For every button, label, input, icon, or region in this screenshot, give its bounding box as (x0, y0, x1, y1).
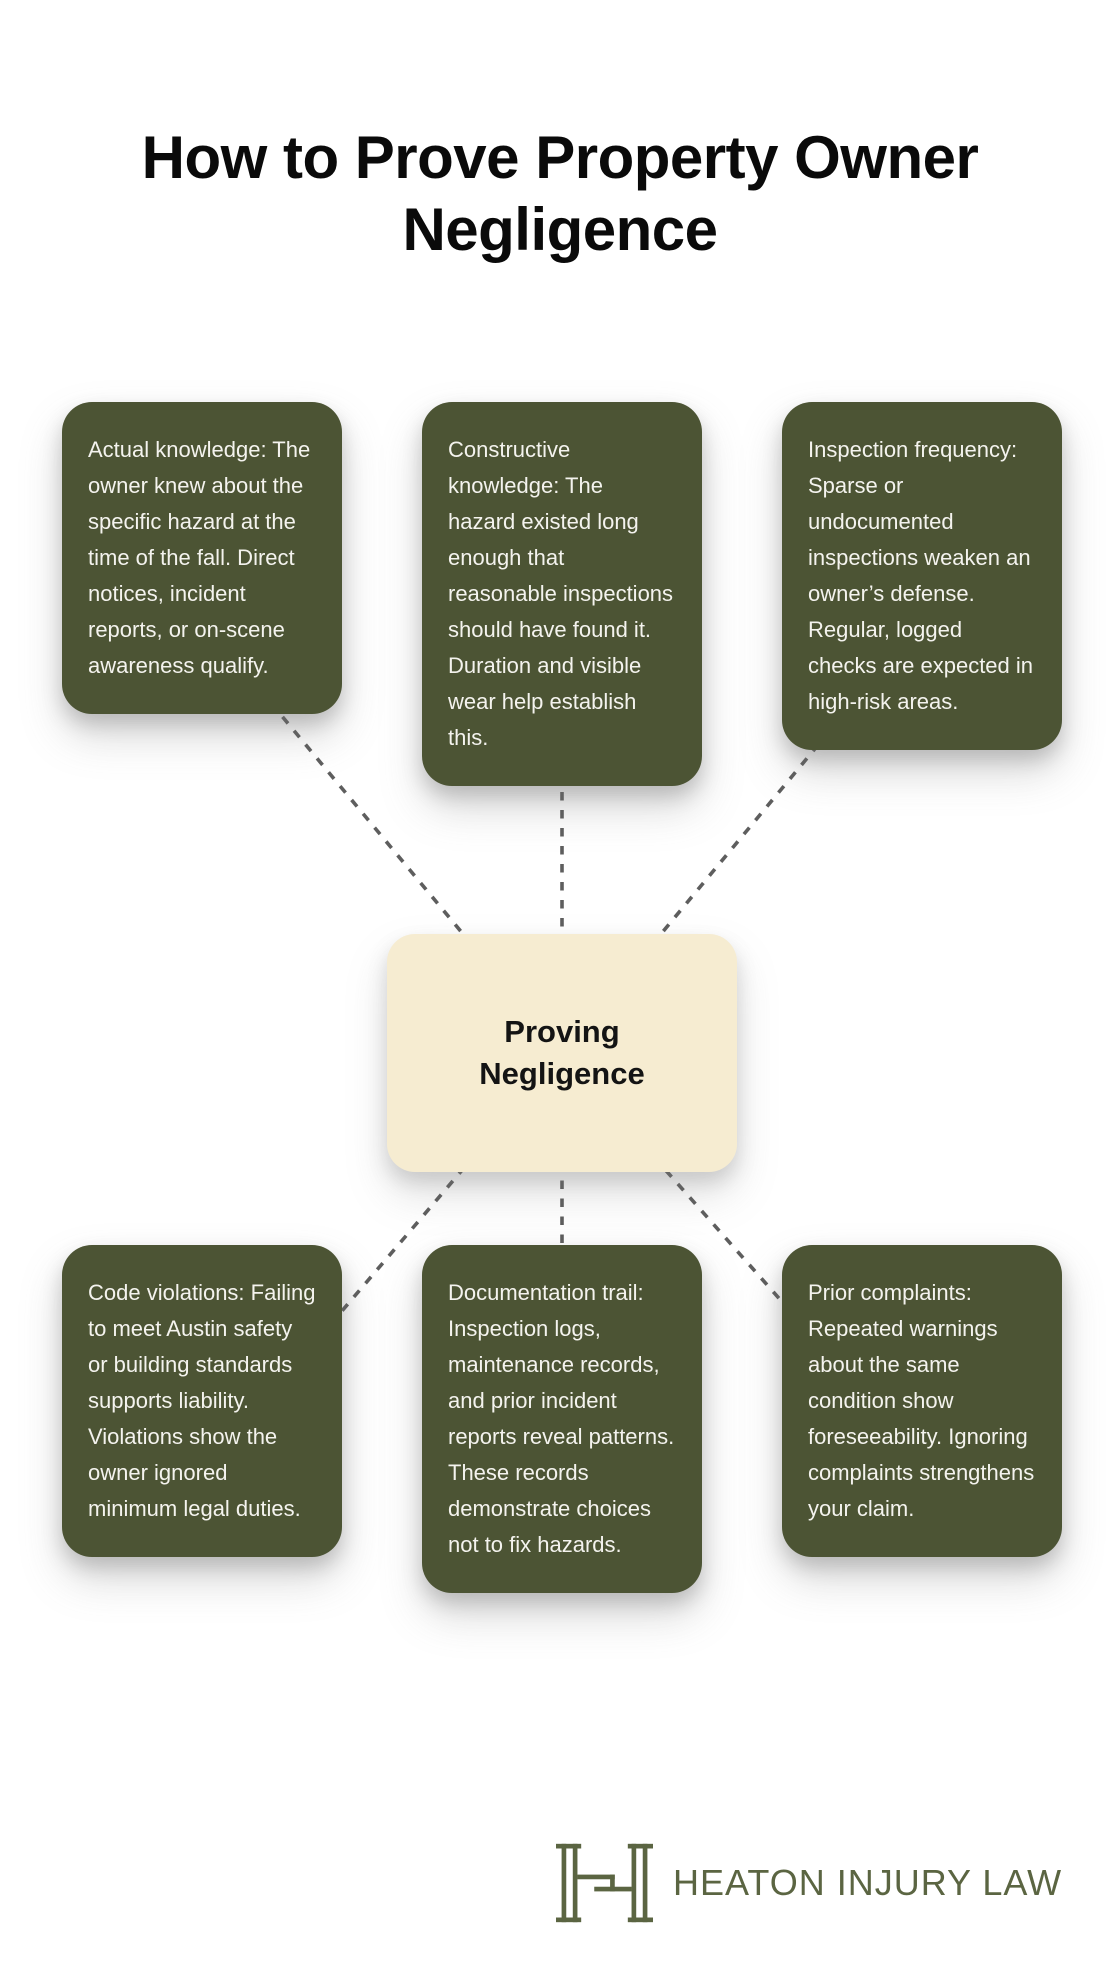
card-text: Constructive knowledge: The hazard exist… (448, 437, 674, 750)
card-documentation-trail: Documentation trail: Inspection logs, ma… (422, 1245, 702, 1593)
card-text: Documentation trail: Inspection logs, ma… (448, 1280, 675, 1557)
brand-logo: HEATON INJURY LAW (556, 1843, 1062, 1923)
card-actual-knowledge: Actual knowledge: The owner knew about t… (62, 402, 342, 714)
brand-name: HEATON INJURY LAW (673, 1862, 1063, 1903)
card-inspection-frequency: Inspection frequency: Sparse or undocume… (782, 402, 1062, 750)
card-text: Actual knowledge: The owner knew about t… (88, 437, 311, 678)
card-code-violations: Code violations: Failing to meet Austin … (62, 1245, 342, 1557)
card-prior-complaints: Prior complaints: Repeated warnings abou… (782, 1245, 1062, 1557)
card-text: Code violations: Failing to meet Austin … (88, 1280, 316, 1521)
card-text: Prior complaints: Repeated warnings abou… (808, 1280, 1035, 1521)
card-text: Inspection frequency: Sparse or undocume… (808, 437, 1034, 714)
center-node-label: Proving Negligence (479, 1014, 645, 1091)
h-monogram-icon (556, 1843, 653, 1923)
center-node: Proving Negligence (387, 934, 737, 1172)
page-title: How to Prove Property Owner Negligence (141, 124, 979, 264)
card-constructive-knowledge: Constructive knowledge: The hazard exist… (422, 402, 702, 786)
